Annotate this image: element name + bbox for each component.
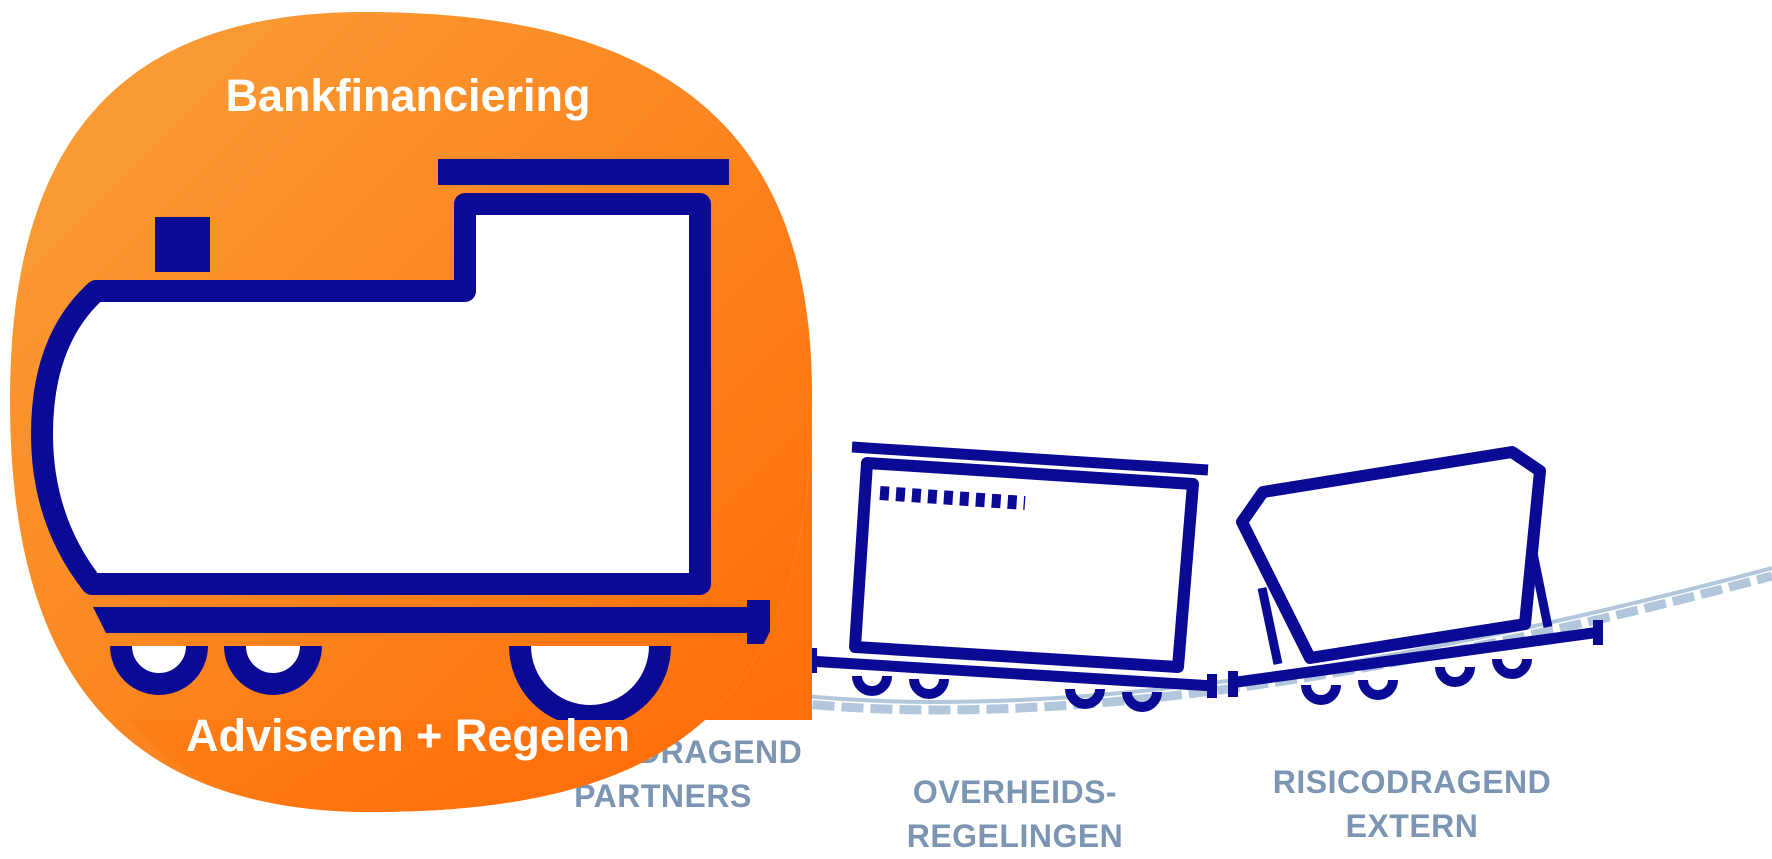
engine-subtitle: Adviseren + Regelen [168,710,648,762]
engine-title: Bankfinanciering [208,70,608,122]
